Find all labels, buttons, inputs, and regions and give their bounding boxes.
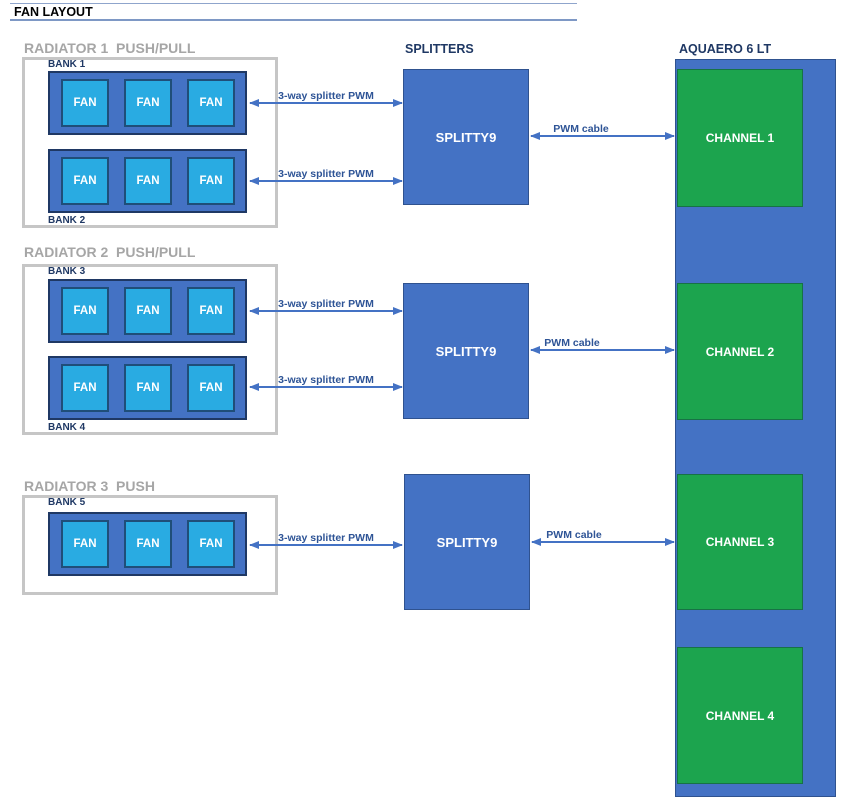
channel-4-box: CHANNEL 4 [677, 647, 803, 784]
arrow-bank1-to-splitter1 [249, 98, 403, 107]
fan-box: FAN [61, 520, 109, 568]
fan-box: FAN [187, 79, 235, 127]
radiator-1-header: RADIATOR 1 PUSH/PULL [24, 40, 196, 56]
fan-box: FAN [124, 287, 172, 335]
fan-box: FAN [124, 520, 172, 568]
fan-box: FAN [187, 520, 235, 568]
fan-box: FAN [61, 287, 109, 335]
splitter-arrow-label: 3-way splitter PWM [278, 168, 374, 180]
channel-2-box: CHANNEL 2 [677, 283, 803, 420]
pwm-arrow-splitter3-to-channel3 [531, 537, 675, 546]
fan-box: FAN [187, 287, 235, 335]
title-rule-top [10, 3, 577, 4]
splitter-arrow-label: 3-way splitter PWM [278, 532, 374, 544]
fan-box: FAN [61, 157, 109, 205]
fan-box: FAN [61, 79, 109, 127]
arrow-bank5-to-splitter3 [249, 540, 403, 549]
bank-1-label: BANK 1 [48, 59, 86, 70]
fan-box: FAN [187, 364, 235, 412]
bank-4-label: BANK 4 [48, 422, 86, 433]
pwm-arrow-splitter2-to-channel2 [530, 345, 675, 354]
channel-1-box: CHANNEL 1 [677, 69, 803, 207]
splitter-arrow-label: 3-way splitter PWM [278, 298, 374, 310]
splitter-arrow-label: 3-way splitter PWM [278, 374, 374, 386]
aquaero-header: AQUAERO 6 LT [679, 42, 772, 56]
fan-bank-3: FAN FAN FAN [48, 279, 247, 343]
page-title: FAN LAYOUT [14, 5, 93, 19]
radiator-2-header: RADIATOR 2 PUSH/PULL [24, 244, 196, 260]
fan-bank-1: FAN FAN FAN [48, 71, 247, 135]
fan-box: FAN [124, 157, 172, 205]
bank-5-label: BANK 5 [48, 497, 86, 508]
fan-bank-5: FAN FAN FAN [48, 512, 247, 576]
pwm-cable-label: PWM cable [544, 337, 600, 349]
bank-3-label: BANK 3 [48, 266, 86, 277]
pwm-cable-label: PWM cable [546, 529, 602, 541]
arrow-bank2-to-splitter1 [249, 176, 403, 185]
radiator-3-header: RADIATOR 3 PUSH [24, 478, 155, 494]
fan-bank-4: FAN FAN FAN [48, 356, 247, 420]
splitter-2-box: SPLITTY9 [403, 283, 529, 419]
fan-box: FAN [124, 364, 172, 412]
pwm-arrow-splitter1-to-channel1 [530, 131, 675, 140]
channel-3-box: CHANNEL 3 [677, 474, 803, 610]
splitter-3-box: SPLITTY9 [404, 474, 530, 610]
fan-box: FAN [61, 364, 109, 412]
fan-box: FAN [124, 79, 172, 127]
bank-2-label: BANK 2 [48, 215, 86, 226]
splitter-arrow-label: 3-way splitter PWM [278, 90, 374, 102]
fan-bank-2: FAN FAN FAN [48, 149, 247, 213]
fan-box: FAN [187, 157, 235, 205]
arrow-bank4-to-splitter2 [249, 382, 403, 391]
splitter-1-box: SPLITTY9 [403, 69, 529, 205]
pwm-cable-label: PWM cable [553, 123, 609, 135]
arrow-bank3-to-splitter2 [249, 306, 403, 315]
title-rule-bottom [10, 19, 577, 21]
splitters-header: SPLITTERS [405, 42, 474, 56]
